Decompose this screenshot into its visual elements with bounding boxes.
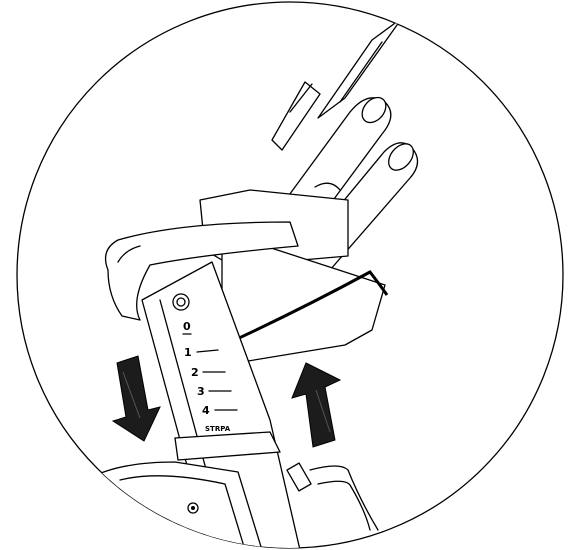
top-frame-tube: [271, 17, 403, 151]
cable-connector: [286, 462, 379, 531]
knob-icon: [172, 293, 190, 311]
arrow-up-icon: [291, 362, 342, 448]
scale-label-4: 4: [202, 404, 210, 417]
scale-label-2: 2: [191, 366, 199, 379]
illustration: 0 1 2 3 4 STRPA: [89, 17, 419, 548]
handlebar-curve: [104, 221, 299, 321]
scale-ticks: [196, 349, 238, 411]
arrow-down-icon: [111, 355, 161, 442]
brand-mark: STRPA: [205, 425, 231, 433]
scale-label-3: 3: [197, 385, 205, 398]
scale-label-0: 0: [183, 320, 191, 333]
scale-label-1: 1: [184, 346, 192, 359]
